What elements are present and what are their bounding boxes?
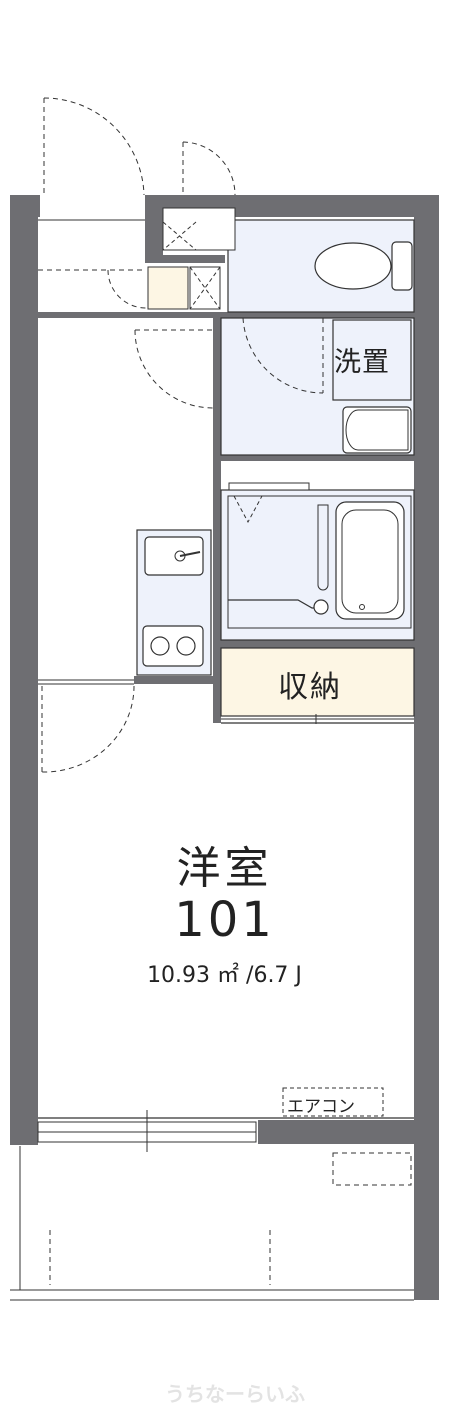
washroom [220,317,415,456]
aircon-box [282,1087,384,1117]
outer-walls [10,195,439,1300]
door-swings [41,97,412,1285]
room-label: 洋室 [176,843,273,894]
toilet-bowl-icon [314,242,392,290]
kitchen-counter [136,529,212,676]
bathtub-icon [335,501,405,620]
toilet-tank-icon [391,241,413,291]
room-outline [38,722,414,1119]
bathroom [220,482,415,641]
stove-icon [142,625,204,667]
storage-closet [220,647,415,724]
toilet-room [227,219,415,313]
room-area: 10.93 ㎡ /6.7 J [147,963,302,988]
shower-icon [313,599,329,615]
watermark: うちなーらいふ [165,1382,305,1406]
washer-space [332,319,412,401]
room-number: 101 [174,892,275,948]
inner-partitions [38,255,414,723]
storage-label: 収納 [278,670,342,705]
balcony-window [10,679,414,1301]
entrance-area [38,207,236,310]
sink-icon [144,536,204,576]
washer-label: 洗置 [334,347,390,378]
aircon-label: エアコン [287,1097,355,1117]
